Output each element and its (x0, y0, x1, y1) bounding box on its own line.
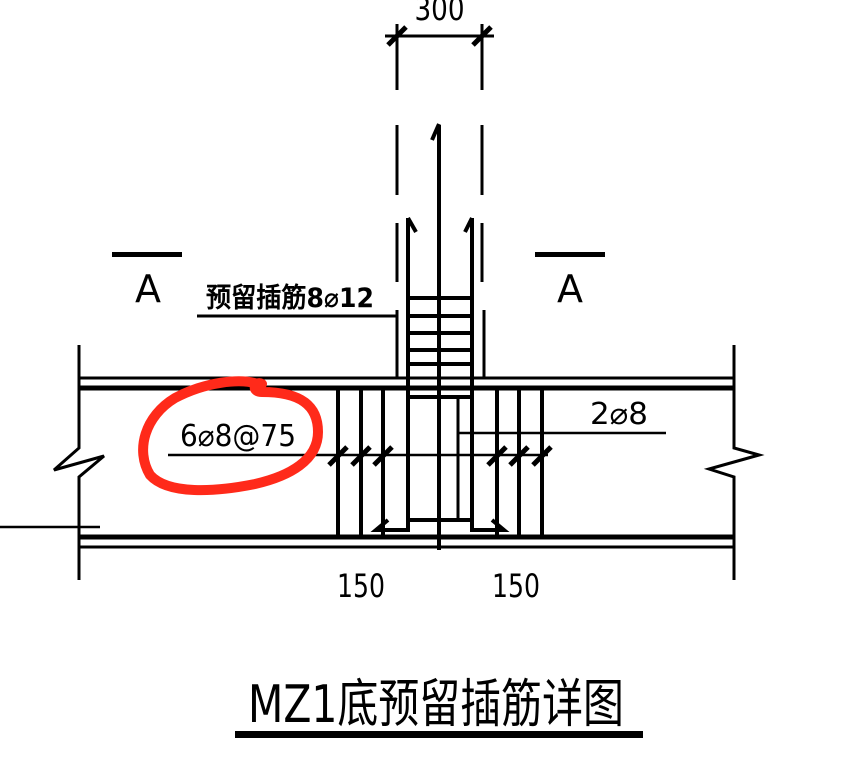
top-dimension (385, 24, 494, 90)
stirrup-reference-lines (168, 431, 666, 457)
callout-dowels: 预留插筋8⌀12 (206, 282, 374, 314)
dowel-foot-hooks (370, 518, 510, 532)
section-label-right: A (557, 267, 583, 311)
title-underline (235, 731, 643, 738)
section-label-left: A (135, 267, 161, 311)
column-outline-dashed (395, 125, 484, 282)
dimension-left-150: 150 (337, 567, 385, 605)
column-dowel-bars (406, 123, 474, 550)
column-ties (408, 296, 472, 399)
highlight-circle (138, 376, 323, 496)
beam-stirrups (336, 388, 544, 537)
section-marker-right (535, 252, 605, 257)
dimension-top-300: 300 (414, 0, 464, 28)
beam-body (0, 345, 765, 580)
section-marker-left (112, 252, 182, 257)
stirrup-tick-marks (327, 445, 553, 467)
drawing-title: MZ1底预留插筋详图 (248, 675, 624, 735)
dimension-right-150: 150 (492, 567, 540, 605)
callout-longitudinal: 2⌀8 (590, 397, 648, 432)
callout-stirrups: 6⌀8@75 (180, 419, 296, 454)
